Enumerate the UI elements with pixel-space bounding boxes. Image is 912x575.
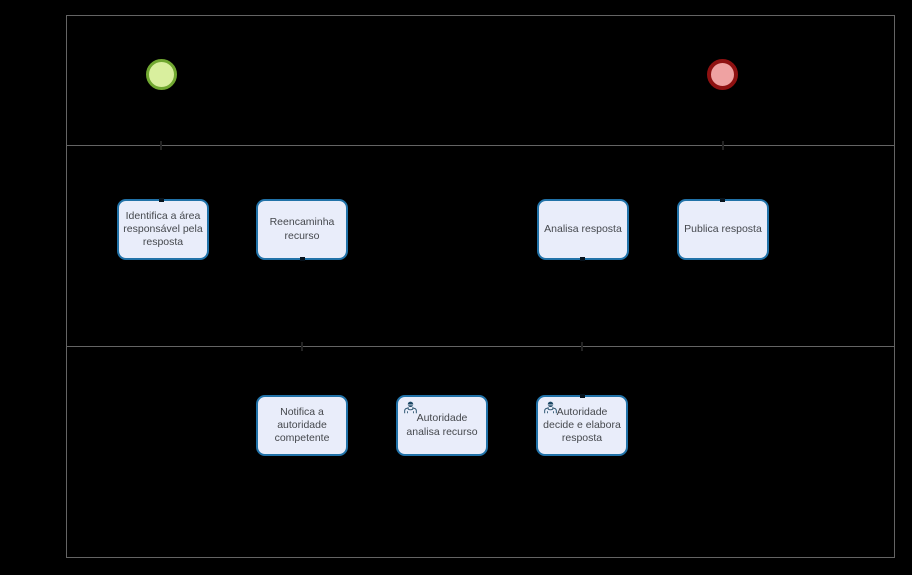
task-label: Identifica a área responsável pela respo… [123, 209, 203, 249]
user-person-icon [544, 401, 557, 414]
flow-attach-notch [580, 394, 585, 398]
task-publica-resposta[interactable]: Publica resposta [677, 199, 769, 260]
task-label: Autoridade decide e elabora resposta [543, 405, 621, 445]
task-notifica-autoridade[interactable]: Notifica a autoridade competente [256, 395, 348, 456]
flow-attach-notch [159, 198, 164, 202]
task-analisa-resposta[interactable]: Analisa resposta [537, 199, 629, 260]
task-autoridade-decide[interactable]: Autoridade decide e elabora resposta [536, 395, 628, 456]
task-reencaminha-recurso[interactable]: Reencaminha recurso [256, 199, 348, 260]
sequence-flow-crossing [160, 141, 162, 150]
task-autoridade-analisa[interactable]: Autoridade analisa recurso [396, 395, 488, 456]
flow-attach-notch [720, 198, 725, 202]
task-label: Analisa resposta [544, 222, 622, 235]
sequence-flow-crossing [301, 342, 303, 351]
task-label: Autoridade analisa recurso [406, 412, 478, 438]
start-event-circle[interactable] [146, 59, 177, 90]
lane-divider-1 [67, 145, 894, 146]
task-label: Notifica a autoridade competente [274, 405, 330, 445]
task-label: Reencaminha recurso [269, 216, 335, 242]
task-label: Publica resposta [684, 222, 762, 235]
end-event-circle[interactable] [707, 59, 738, 90]
sequence-flow-crossing [722, 141, 724, 150]
lane-divider-2 [67, 346, 894, 347]
user-person-icon [404, 401, 417, 414]
sequence-flow-crossing [581, 342, 583, 351]
process-pool [66, 15, 895, 558]
flow-attach-notch [300, 257, 305, 261]
flow-attach-notch [580, 257, 585, 261]
task-identifica-area[interactable]: Identifica a área responsável pela respo… [117, 199, 209, 260]
